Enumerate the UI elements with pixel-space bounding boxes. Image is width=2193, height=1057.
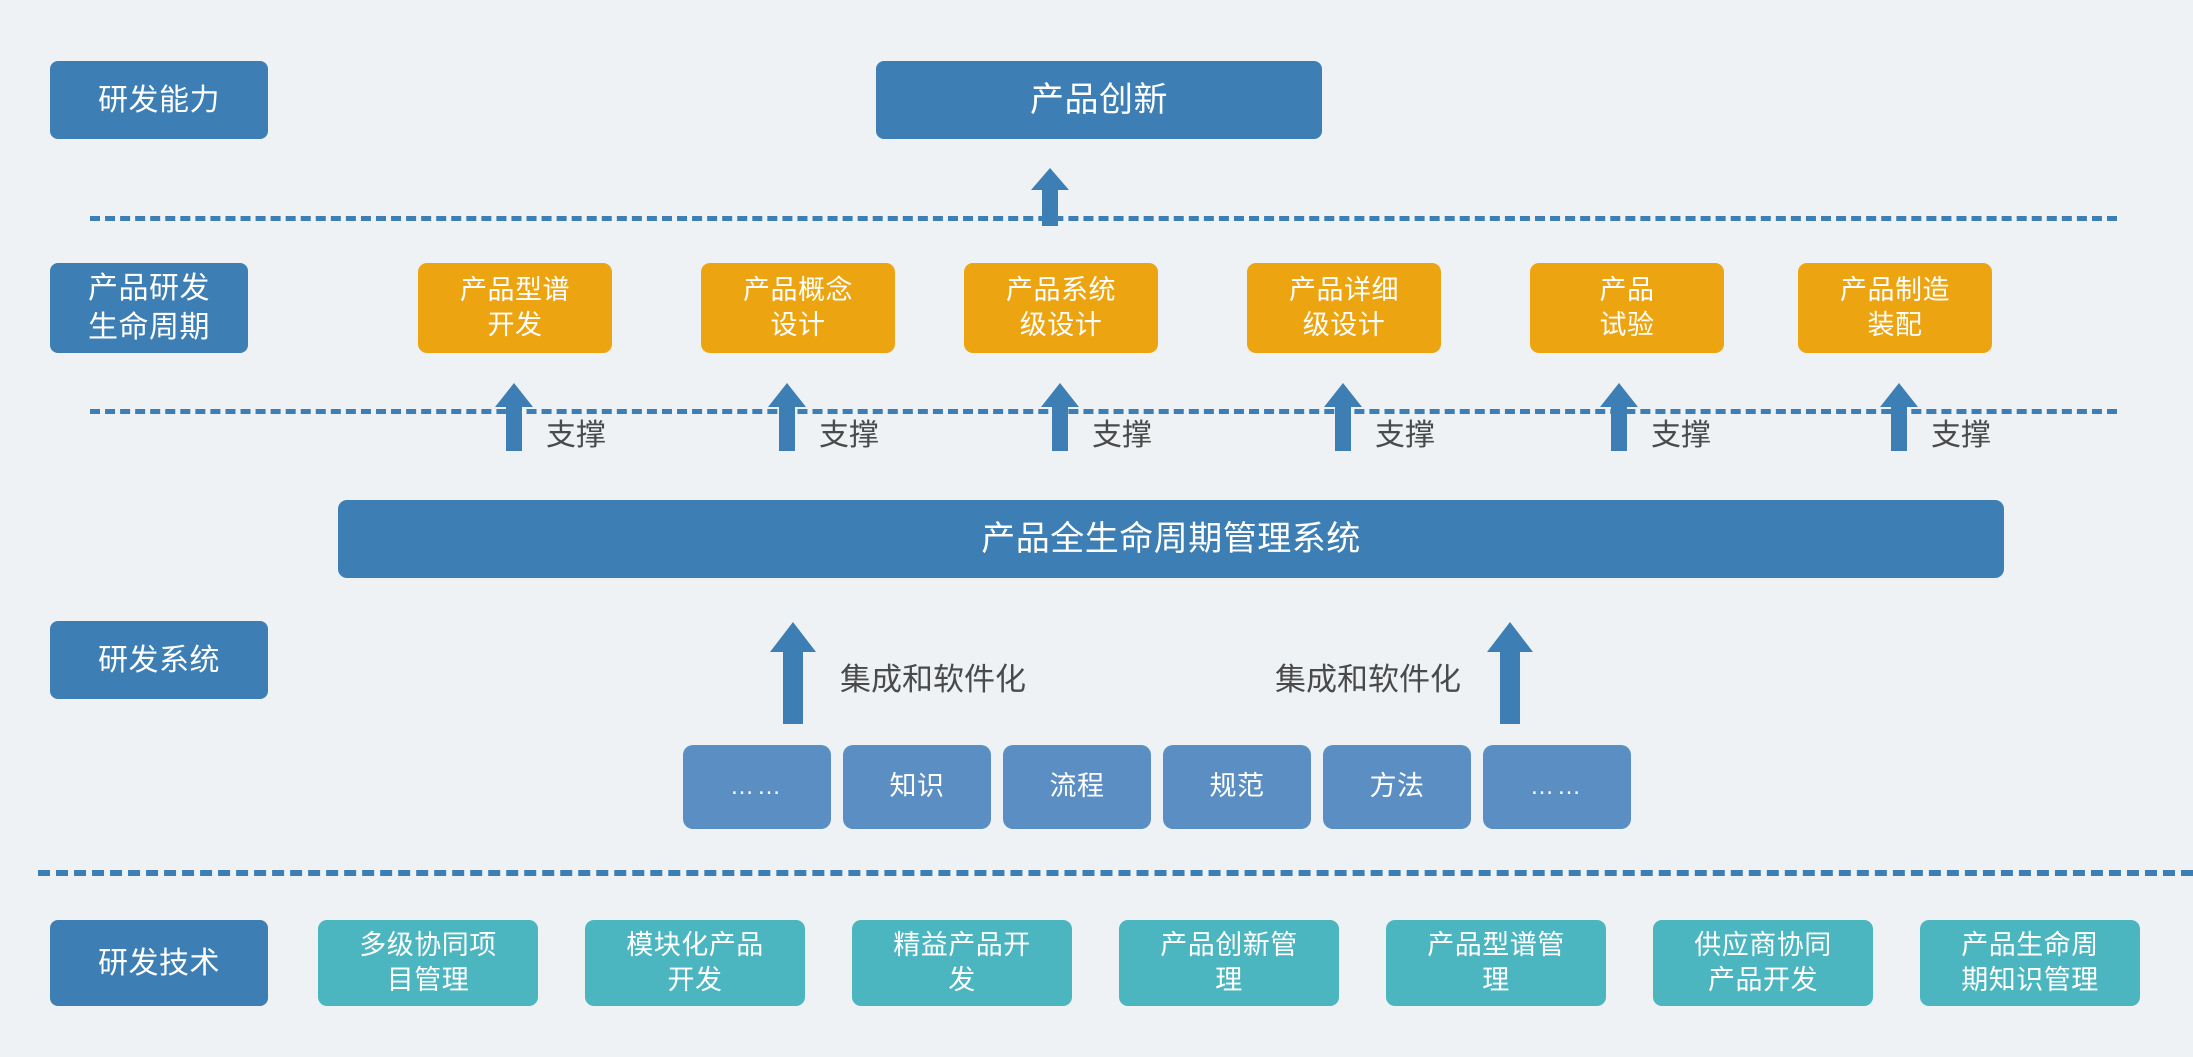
integration-caption-right: 集成和软件化	[1275, 662, 1461, 697]
arrow-support-0	[495, 383, 533, 451]
stage-box-5: 产品制造 装配	[1798, 263, 1992, 353]
support-caption-2: 支撑	[1092, 419, 1152, 452]
row-label-system: 研发系统	[50, 621, 268, 699]
technology-box-4: 产品型谱管 理	[1386, 920, 1606, 1006]
stage-box-0: 产品型谱 开发	[418, 263, 612, 353]
row-label-capability: 研发能力	[50, 61, 268, 139]
divider-system-technology	[38, 870, 2193, 876]
knowledge-chip-3: 规范	[1163, 745, 1311, 829]
technology-box-2: 精益产品开 发	[852, 920, 1072, 1006]
arrow-support-5	[1880, 383, 1918, 451]
support-caption-1: 支撑	[819, 419, 879, 452]
technology-box-1: 模块化产品 开发	[585, 920, 805, 1006]
knowledge-chip-1: 知识	[843, 745, 991, 829]
support-caption-3: 支撑	[1375, 419, 1435, 452]
arrow-integration-right	[1487, 622, 1533, 724]
knowledge-chip-5: ……	[1483, 745, 1631, 829]
plm-system-bar: 产品全生命周期管理系统	[338, 500, 2004, 578]
row-label-lifecycle: 产品研发 生命周期	[50, 263, 248, 353]
technology-box-5: 供应商协同 产品开发	[1653, 920, 1873, 1006]
arrow-support-4	[1600, 383, 1638, 451]
support-caption-5: 支撑	[1931, 419, 1991, 452]
technology-box-0: 多级协同项 目管理	[318, 920, 538, 1006]
stage-box-4: 产品 试验	[1530, 263, 1724, 353]
divider-capability-lifecycle	[90, 216, 2117, 221]
arrow-support-1	[768, 383, 806, 451]
knowledge-chip-2: 流程	[1003, 745, 1151, 829]
integration-caption-left: 集成和软件化	[840, 662, 1026, 697]
stage-box-1: 产品概念 设计	[701, 263, 895, 353]
arrow-integration-left	[770, 622, 816, 724]
support-caption-0: 支撑	[546, 419, 606, 452]
headline-product-innovation: 产品创新	[876, 61, 1322, 139]
technology-box-6: 产品生命周 期知识管理	[1920, 920, 2140, 1006]
knowledge-chip-label: ……	[1530, 773, 1584, 801]
support-caption-4: 支撑	[1651, 419, 1711, 452]
knowledge-chip-4: 方法	[1323, 745, 1471, 829]
stage-box-3: 产品详细 级设计	[1247, 263, 1441, 353]
arrow-support-2	[1041, 383, 1079, 451]
divider-lifecycle-system	[90, 409, 2117, 414]
knowledge-chip-0: ……	[683, 745, 831, 829]
knowledge-chip-label: ……	[730, 773, 784, 801]
stage-box-2: 产品系统 级设计	[964, 263, 1158, 353]
technology-box-3: 产品创新管 理	[1119, 920, 1339, 1006]
row-label-technology: 研发技术	[50, 920, 268, 1006]
arrow-support-3	[1324, 383, 1362, 451]
arrow-up-to-innovation	[1031, 168, 1069, 226]
